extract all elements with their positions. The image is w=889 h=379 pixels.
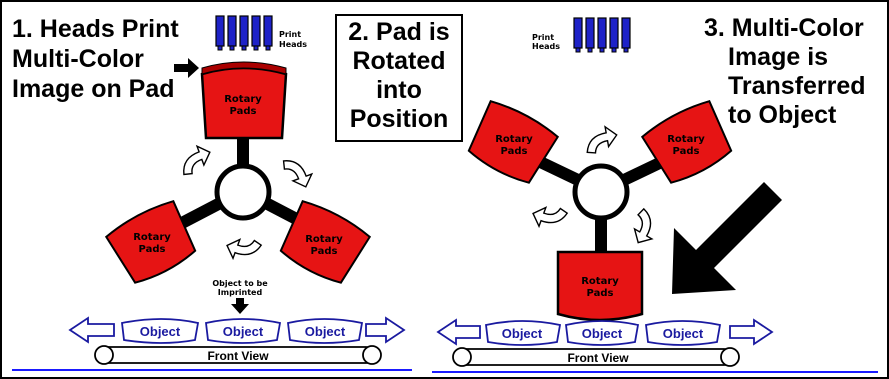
object-item	[485, 320, 562, 346]
pad-label: Pads	[230, 106, 257, 117]
object-to-be-label: Object to be	[212, 279, 268, 288]
step3-caption: 3. Multi-Color Image is Transferred to O…	[704, 14, 866, 130]
pad-label: Rotary	[667, 134, 705, 145]
rotary-pad-bottom: Rotary Pads	[556, 250, 644, 322]
left-arrow-icon	[68, 316, 115, 344]
pad-label: Rotary	[133, 232, 171, 243]
front-view-label: Front View	[207, 349, 269, 363]
pad-label: Rotary	[495, 134, 533, 145]
step2-line: 2. Pad is	[348, 18, 450, 46]
print-heads-label: Heads	[532, 42, 560, 51]
object-label: Object	[502, 326, 543, 341]
step1-caption: 1. Heads Print Multi-Color Image on Pad	[12, 14, 179, 104]
rotation-arrow-icon	[582, 124, 620, 156]
left-arrow-icon	[436, 318, 481, 346]
rotation-arrow-icon	[222, 231, 263, 267]
pad-label: Pads	[501, 146, 528, 157]
pad-label: Pads	[587, 288, 614, 299]
step1-line: Multi-Color	[12, 45, 144, 73]
step3-line: 3. Multi-Color	[704, 14, 864, 42]
step2-caption-box: 2. Pad is Rotated into Position	[335, 14, 463, 142]
conveyor-roller	[94, 345, 114, 365]
pad-label: Rotary	[581, 276, 619, 287]
left-arrow-icon	[729, 318, 774, 346]
step2-line: Rotated	[352, 47, 446, 75]
conveyor-roller	[452, 347, 472, 367]
conveyor-left: Object Object Object Front View	[12, 316, 412, 371]
object-item	[121, 318, 200, 344]
rotation-arrow-icon	[280, 152, 316, 193]
right-arrow-icon	[174, 58, 199, 78]
object-to-be-label: Imprinted	[218, 288, 263, 297]
rotation-arrow-icon	[175, 142, 216, 178]
transfer-arrow-icon	[672, 182, 782, 294]
step3-line: Transferred	[728, 72, 866, 100]
object-item	[645, 320, 722, 346]
print-heads-label: Heads	[279, 40, 307, 49]
object-label: Object	[305, 324, 346, 339]
conveyor-right: Object Object Object Front View	[432, 318, 878, 373]
object-item	[287, 318, 364, 344]
rotation-arrow-icon	[528, 199, 569, 235]
print-heads-label: Print	[279, 30, 301, 39]
front-view-label: Front View	[567, 351, 629, 365]
object-label: Object	[140, 324, 181, 339]
print-heads-label: Print	[532, 33, 554, 42]
print-heads-right	[573, 17, 631, 53]
left-arrow-icon	[365, 316, 406, 344]
rotary-pad-top: Rotary Pads	[200, 61, 288, 140]
rotor-hub-right	[572, 163, 630, 221]
rotation-arrow-icon	[625, 207, 664, 249]
conveyor-roller	[720, 347, 740, 367]
step3-line: Image is	[728, 43, 829, 71]
pad-label: Pads	[673, 146, 700, 157]
step2-line: into	[376, 76, 422, 104]
object-label: Object	[223, 324, 264, 339]
step3-line: to Object	[728, 101, 837, 129]
step1-line: Image on Pad	[12, 75, 175, 103]
down-arrow-icon	[231, 298, 249, 314]
pad-label: Rotary	[224, 94, 262, 105]
rotor-hub-left	[214, 163, 272, 221]
object-item	[205, 318, 282, 344]
print-heads-left	[215, 15, 273, 51]
pad-label: Pads	[311, 246, 338, 257]
conveyor-roller	[362, 345, 382, 365]
pad-label: Pads	[139, 244, 166, 255]
step2-line: Position	[349, 105, 449, 133]
pad-label: Rotary	[305, 234, 343, 245]
step1-line: 1. Heads Print	[12, 15, 179, 43]
object-label: Object	[582, 326, 623, 341]
object-item	[565, 320, 640, 346]
object-label: Object	[663, 326, 704, 341]
